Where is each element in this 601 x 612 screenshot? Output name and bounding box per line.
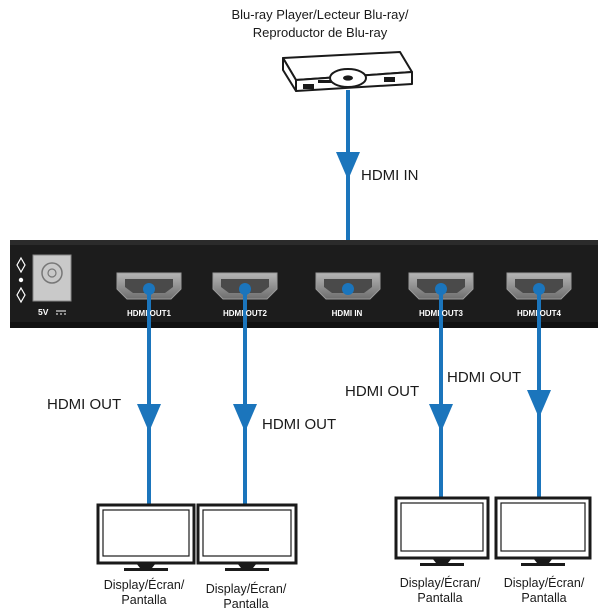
hdmi-out-cable-3	[429, 283, 453, 512]
power-label: 5V	[38, 307, 49, 317]
power-jack	[32, 254, 72, 302]
display-label-3-line2: Pantalla	[417, 591, 463, 605]
hdmi-out-cable-4	[527, 283, 551, 512]
display-icon-4	[494, 496, 592, 566]
player-label-line1: Blu-ray Player/Lecteur Blu-ray/	[231, 7, 409, 22]
port-label-in: HDMI IN	[331, 309, 363, 318]
port-label-out2: HDMI OUT2	[223, 309, 267, 318]
blu-ray-player-icon	[282, 51, 413, 92]
display-label-1: Display/Écran/ Pantalla	[84, 578, 204, 608]
display-icon-3	[394, 496, 490, 566]
hdmi-in-plug	[342, 283, 354, 295]
player-label: Blu-ray Player/Lecteur Blu-ray/ Reproduc…	[180, 6, 460, 42]
display-label-4: Display/Écran/ Pantalla	[484, 576, 601, 606]
display-label-2-line1: Display/Écran/	[205, 582, 287, 596]
display-label-4-line2: Pantalla	[521, 591, 567, 605]
hdmi-splitter	[10, 240, 598, 328]
display-icon-2	[196, 503, 298, 571]
display-label-2: Display/Écran/ Pantalla	[186, 582, 306, 612]
display-label-1-line1: Display/Écran/	[103, 578, 185, 592]
display-icon-1	[96, 503, 196, 571]
hdmi-out-label-2: HDMI OUT	[262, 416, 337, 433]
display-label-4-line1: Display/Écran/	[503, 576, 585, 590]
display-row	[96, 496, 592, 571]
hdmi-in-label: HDMI IN	[361, 167, 419, 184]
hdmi-out-cables	[137, 283, 551, 520]
player-label-line2: Reproductor de Blu-ray	[252, 25, 388, 40]
display-label-3: Display/Écran/ Pantalla	[380, 576, 500, 606]
hdmi-out-cable-1	[137, 283, 161, 520]
display-label-2-line2: Pantalla	[223, 597, 269, 611]
port-label-out3: HDMI OUT3	[419, 309, 463, 318]
display-label-1-line2: Pantalla	[121, 593, 167, 607]
hdmi-out-cable-2	[233, 283, 257, 520]
port-symbol-icon	[16, 256, 26, 304]
hdmi-out-label-3: HDMI OUT	[345, 383, 420, 400]
hdmi-out-label-1: HDMI OUT	[47, 396, 122, 413]
dc-symbol-icon	[56, 310, 66, 315]
hdmi-out-label-4: HDMI OUT	[447, 369, 522, 386]
display-label-3-line1: Display/Écran/	[399, 576, 481, 590]
port-label-out1: HDMI OUT1	[127, 309, 171, 318]
port-label-out4: HDMI OUT4	[517, 309, 561, 318]
